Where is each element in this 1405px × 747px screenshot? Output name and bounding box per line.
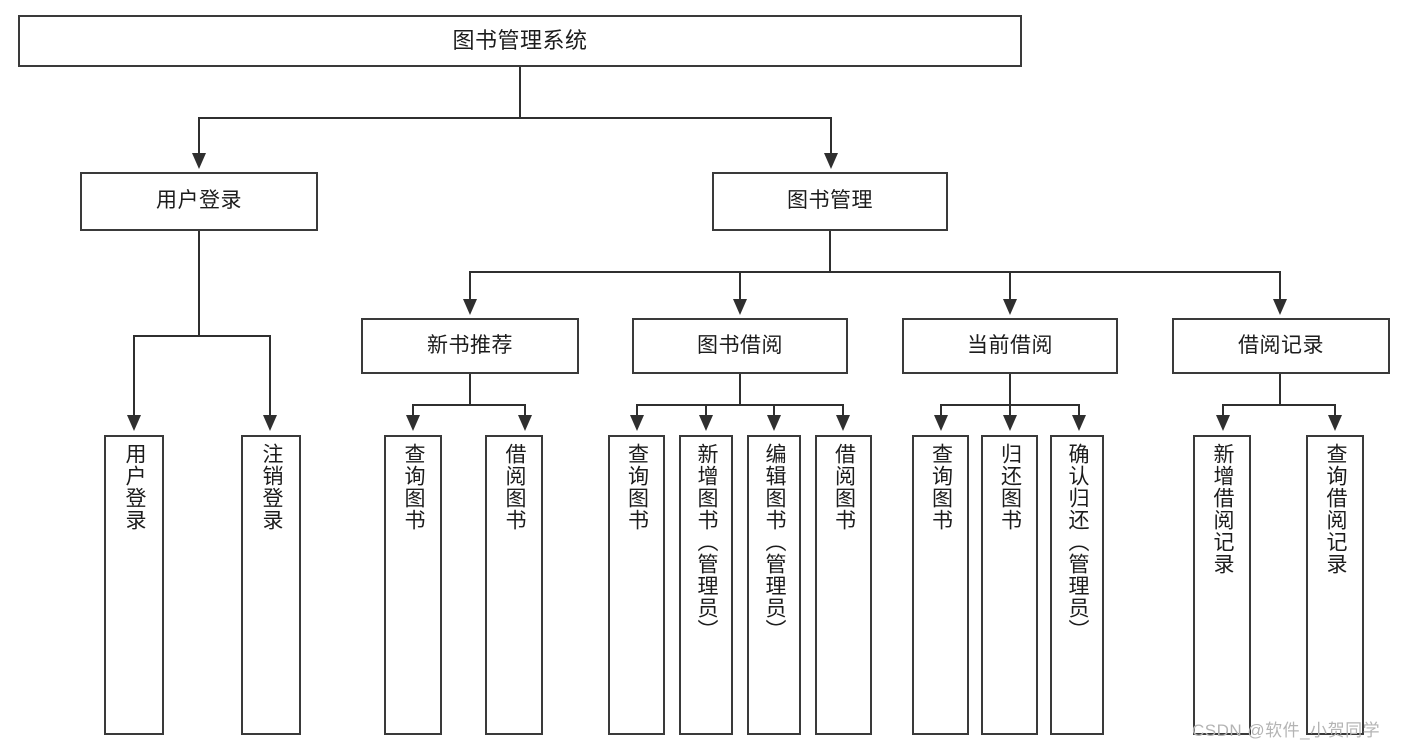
node-leaf-query-record[interactable]: 查询借阅记录 — [1306, 435, 1364, 735]
node-label: 借阅图书 — [503, 443, 527, 531]
connector-borrow-drop-4 — [842, 404, 844, 417]
connector-borrow-bus — [636, 404, 844, 406]
node-label: 用户登录 — [156, 189, 242, 213]
arrow-to-leaf-query-record — [1328, 415, 1342, 431]
node-label: 图书管理系统 — [452, 28, 588, 54]
node-book-borrow[interactable]: 图书借阅 — [632, 318, 848, 374]
node-leaf-return-book[interactable]: 归还图书 — [981, 435, 1038, 735]
node-leaf-edit-book[interactable]: 编辑图书（管理员） — [747, 435, 801, 735]
node-label: 图书管理 — [787, 189, 873, 213]
node-label: 新增图书（管理员） — [695, 443, 719, 641]
connector-root-drop-right — [830, 117, 832, 155]
arrow-to-user-login — [192, 153, 206, 169]
arrow-to-leaf-query-book-3 — [934, 415, 948, 431]
node-label: 确认归还（管理员） — [1066, 443, 1090, 641]
node-label: 当前借阅 — [967, 333, 1053, 357]
node-root-system[interactable]: 图书管理系统 — [18, 15, 1022, 67]
connector-recommend-drop-1 — [412, 404, 414, 417]
csdn-watermark: CSDN @软件_小贺同学 — [1192, 721, 1381, 740]
arrow-to-leaf-confirm-return — [1072, 415, 1086, 431]
node-leaf-add-record[interactable]: 新增借阅记录 — [1193, 435, 1251, 735]
arrow-to-leaf-query-book-1 — [406, 415, 420, 431]
arrow-to-book-borrow — [733, 299, 747, 315]
arrow-to-current-borrow — [1003, 299, 1017, 315]
node-label: 归还图书 — [998, 443, 1022, 531]
node-label: 新增借阅记录 — [1211, 443, 1235, 575]
arrow-to-borrow-record — [1273, 299, 1287, 315]
connector-root-bus — [198, 117, 832, 119]
node-label: 查询图书 — [625, 443, 649, 531]
arrow-to-leaf-return-book — [1003, 415, 1017, 431]
connector-borrow-drop-2 — [705, 404, 707, 417]
connector-record-drop-1 — [1222, 404, 1224, 417]
node-leaf-query-book-1[interactable]: 查询图书 — [384, 435, 442, 735]
node-leaf-confirm-return[interactable]: 确认归还（管理员） — [1050, 435, 1104, 735]
node-leaf-query-book-3[interactable]: 查询图书 — [912, 435, 969, 735]
node-book-management[interactable]: 图书管理 — [712, 172, 948, 231]
connector-user-login-bus — [133, 335, 269, 337]
node-label: 查询图书 — [402, 443, 426, 531]
connector-borrow-stem — [739, 374, 741, 404]
connector-current-drop-1 — [940, 404, 942, 417]
node-user-login[interactable]: 用户登录 — [80, 172, 318, 231]
connector-book-mgmt-stem — [829, 231, 831, 271]
node-new-book-recommend[interactable]: 新书推荐 — [361, 318, 579, 374]
connector-current-drop-3 — [1078, 404, 1080, 417]
connector-record-stem — [1279, 374, 1281, 404]
node-leaf-logout-login[interactable]: 注销登录 — [241, 435, 301, 735]
node-leaf-borrow-book-2[interactable]: 借阅图书 — [815, 435, 872, 735]
connector-current-drop-2 — [1009, 404, 1011, 417]
arrow-to-leaf-borrow-book-2 — [836, 415, 850, 431]
connector-book-mgmt-bus — [469, 271, 1281, 273]
arrow-to-leaf-query-book-2 — [630, 415, 644, 431]
connector-record-bus — [1222, 404, 1336, 406]
connector-recommend-bus — [412, 404, 526, 406]
connector-recommend-drop-2 — [524, 404, 526, 417]
connector-book-mgmt-drop-4 — [1279, 271, 1281, 301]
arrow-to-leaf-add-record — [1216, 415, 1230, 431]
arrow-to-new-book-recommend — [463, 299, 477, 315]
connector-root-stem — [519, 67, 521, 117]
connector-book-mgmt-drop-1 — [469, 271, 471, 301]
node-label: 编辑图书（管理员） — [763, 443, 787, 641]
connector-current-stem — [1009, 374, 1011, 404]
node-label: 借阅图书 — [832, 443, 856, 531]
node-label: 用户登录 — [123, 443, 147, 531]
node-leaf-query-book-2[interactable]: 查询图书 — [608, 435, 665, 735]
connector-user-login-drop-1 — [133, 335, 135, 417]
node-label: 查询借阅记录 — [1324, 443, 1348, 575]
arrow-to-leaf-borrow-book-1 — [518, 415, 532, 431]
node-label: 图书借阅 — [697, 333, 783, 357]
node-borrow-record[interactable]: 借阅记录 — [1172, 318, 1390, 374]
node-label: 借阅记录 — [1238, 333, 1324, 357]
arrow-to-leaf-user-login — [127, 415, 141, 431]
connector-user-login-drop-2 — [269, 335, 271, 417]
arrow-to-leaf-logout-login — [263, 415, 277, 431]
arrow-to-leaf-edit-book — [767, 415, 781, 431]
connector-book-mgmt-drop-2 — [739, 271, 741, 301]
node-label: 查询图书 — [929, 443, 953, 531]
node-leaf-add-book[interactable]: 新增图书（管理员） — [679, 435, 733, 735]
connector-borrow-drop-3 — [773, 404, 775, 417]
node-label: 新书推荐 — [427, 333, 513, 357]
arrow-to-leaf-add-book — [699, 415, 713, 431]
connector-user-login-stem — [198, 231, 200, 335]
node-leaf-borrow-book-1[interactable]: 借阅图书 — [485, 435, 543, 735]
connector-borrow-drop-1 — [636, 404, 638, 417]
node-label: 注销登录 — [260, 443, 284, 531]
node-leaf-user-login[interactable]: 用户登录 — [104, 435, 164, 735]
arrow-to-book-management — [824, 153, 838, 169]
connector-record-drop-2 — [1334, 404, 1336, 417]
node-current-borrow[interactable]: 当前借阅 — [902, 318, 1118, 374]
connector-root-drop-left — [198, 117, 200, 155]
connector-book-mgmt-drop-3 — [1009, 271, 1011, 301]
connector-recommend-stem — [469, 374, 471, 404]
